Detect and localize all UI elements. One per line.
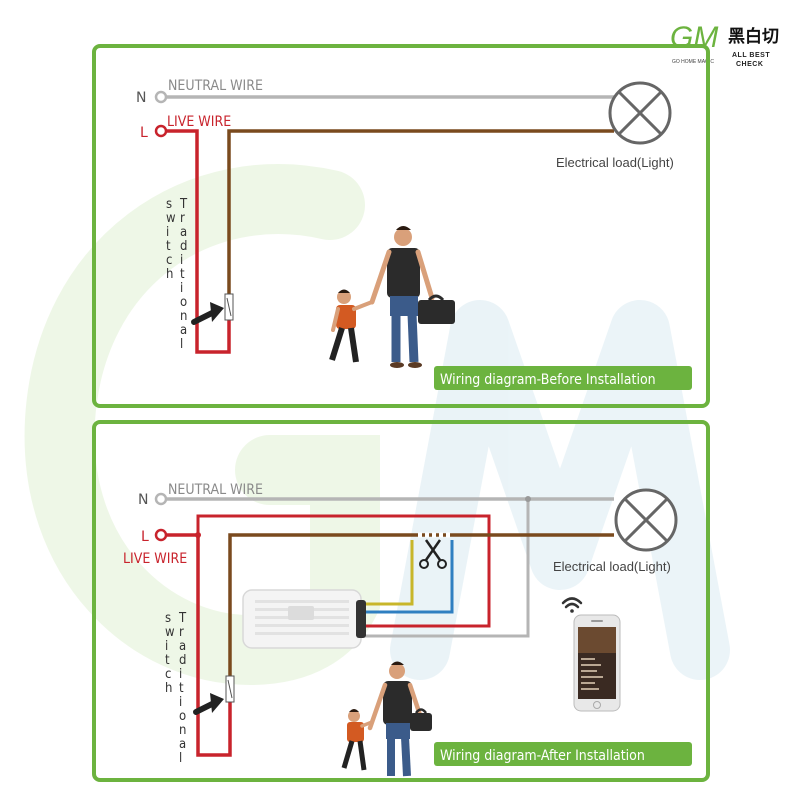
live-terminal: [154, 124, 168, 138]
load-label: Electrical load(Light): [556, 155, 674, 170]
yellow-wire: [360, 540, 414, 606]
neutral-terminal: [154, 492, 168, 506]
arrow-pointer-icon: [191, 302, 224, 325]
brand-cn-name: 黑白切: [728, 26, 779, 47]
panel-after: N NEUTRAL WIRE L LIVE WIRE: [92, 420, 710, 782]
smart-module-icon: [242, 589, 366, 649]
load-wire: [227, 129, 614, 296]
neutral-terminal: [154, 90, 168, 104]
smartphone-icon: [573, 614, 621, 712]
live-branch-wire: [196, 514, 491, 628]
banner-before: [434, 366, 692, 390]
blue-wire: [360, 540, 454, 614]
neutral-letter: N: [138, 492, 148, 508]
lamp-icon: [608, 81, 672, 145]
banner-after-text: Wiring diagram-After Installation: [440, 748, 645, 764]
live-letter: L: [141, 529, 149, 545]
live-junction: [195, 532, 201, 538]
family-illustration: [341, 661, 432, 777]
live-terminal: [154, 528, 168, 542]
switch-icon: [225, 675, 235, 703]
wifi-icon: [561, 597, 583, 613]
neutral-letter: N: [136, 90, 146, 106]
brand-en-line1: ALL BEST: [732, 52, 770, 59]
brand-en-line2: CHECK: [736, 61, 763, 68]
live-label: LIVE WIRE: [167, 114, 231, 130]
switch-icon: [224, 293, 234, 321]
load-wire: [228, 533, 614, 678]
live-letter: L: [140, 125, 148, 141]
banner-after: [434, 742, 692, 766]
neutral-junction: [525, 496, 531, 502]
live-label: LIVE WIRE: [123, 551, 187, 567]
family-illustration: [329, 226, 455, 368]
watermark-logo: [24, 164, 730, 686]
live-wire: [166, 129, 231, 354]
neutral-label: NEUTRAL WIRE: [168, 482, 263, 498]
arrow-pointer-icon: [193, 693, 224, 715]
live-wire: [166, 533, 232, 757]
banner-before-text: Wiring diagram-Before Installation: [440, 372, 656, 388]
brand-logo: GM GO HOME MAGIC 黑白切 ALL BEST CHECK: [670, 21, 779, 68]
neutral-label: NEUTRAL WIRE: [168, 78, 263, 94]
lamp-icon: [614, 488, 678, 552]
brand-logo-text: GM: [670, 21, 718, 54]
brand-tagline: GO HOME MAGIC: [672, 59, 714, 65]
neutral-branch-wire: [360, 499, 530, 638]
panel-after-frame: [92, 420, 710, 782]
panel-before-frame: [92, 44, 710, 408]
load-label: Electrical load(Light): [553, 559, 671, 574]
scissors-icon: [419, 539, 447, 569]
